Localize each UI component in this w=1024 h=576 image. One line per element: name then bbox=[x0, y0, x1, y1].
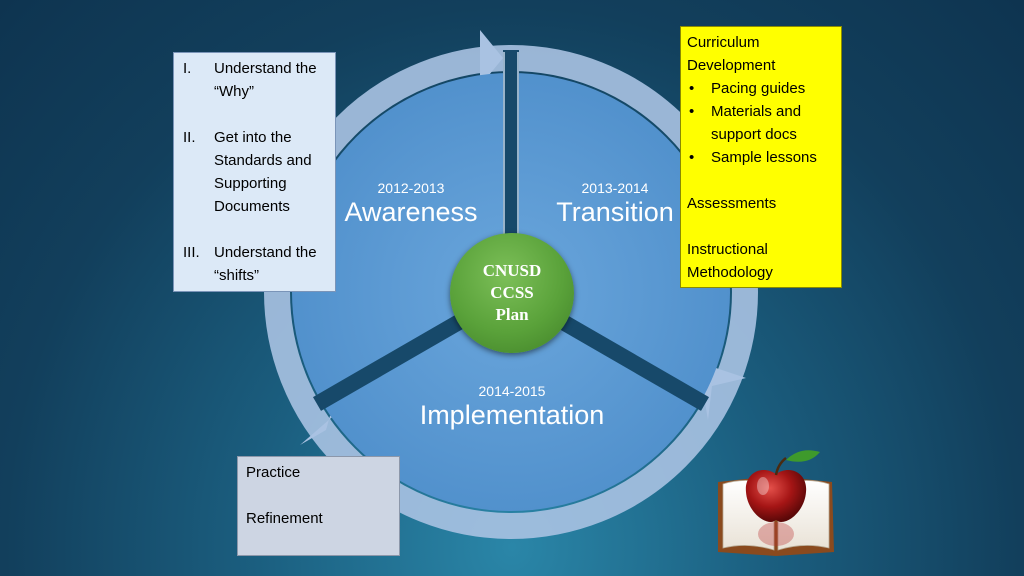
transition-details-box: Curriculum Development •Pacing guides •M… bbox=[680, 26, 842, 288]
list-item: •Sample lessons bbox=[689, 149, 817, 166]
awareness-details-box: I. Understand the “Why” II. Get into the… bbox=[173, 52, 336, 292]
item-number: I. bbox=[183, 60, 192, 77]
item-text: Understand the “Why” bbox=[214, 60, 317, 100]
list-item: •Pacing guides bbox=[689, 80, 806, 97]
implementation-details-box: Practice Refinement bbox=[237, 456, 400, 556]
list-item: III. Understand the “shifts” bbox=[180, 241, 329, 287]
transition-year: 2013-2014 bbox=[581, 180, 649, 196]
center-line-3: Plan bbox=[495, 305, 529, 324]
item-number: III. bbox=[183, 244, 200, 261]
list-item: I. Understand the “Why” bbox=[180, 57, 329, 103]
implementation-name: Implementation bbox=[419, 400, 605, 430]
refinement-text: Refinement bbox=[246, 510, 323, 527]
arrowhead-top bbox=[480, 30, 503, 86]
apple-on-book-icon bbox=[718, 450, 834, 556]
methodology-text: Instructional Methodology bbox=[687, 241, 773, 281]
curriculum-heading: Curriculum Development bbox=[687, 34, 776, 74]
assessments-text: Assessments bbox=[687, 195, 777, 212]
implementation-year: 2014-2015 bbox=[478, 383, 546, 399]
list-item: II. Get into the Standards and Supportin… bbox=[180, 126, 329, 218]
center-line-2: CCSS bbox=[490, 283, 534, 302]
item-text: Get into the Standards and Supporting Do… bbox=[214, 129, 312, 215]
practice-text: Practice bbox=[246, 464, 301, 481]
transition-name: Transition bbox=[556, 197, 674, 227]
awareness-label: 2012-2013 Awareness bbox=[335, 180, 487, 228]
curriculum-list: •Pacing guides •Materials and support do… bbox=[687, 77, 835, 169]
list-item: •Materials and support docs bbox=[689, 103, 802, 143]
item-text: Understand the “shifts” bbox=[214, 244, 317, 284]
implementation-label: 2014-2015 Implementation bbox=[392, 383, 632, 431]
item-number: II. bbox=[183, 129, 196, 146]
center-line-1: CNUSD bbox=[482, 261, 542, 280]
center-plan-circle: CNUSD CCSS Plan bbox=[450, 233, 574, 353]
transition-label: 2013-2014 Transition bbox=[540, 180, 690, 228]
awareness-year: 2012-2013 bbox=[377, 180, 445, 196]
awareness-name: Awareness bbox=[344, 197, 478, 227]
